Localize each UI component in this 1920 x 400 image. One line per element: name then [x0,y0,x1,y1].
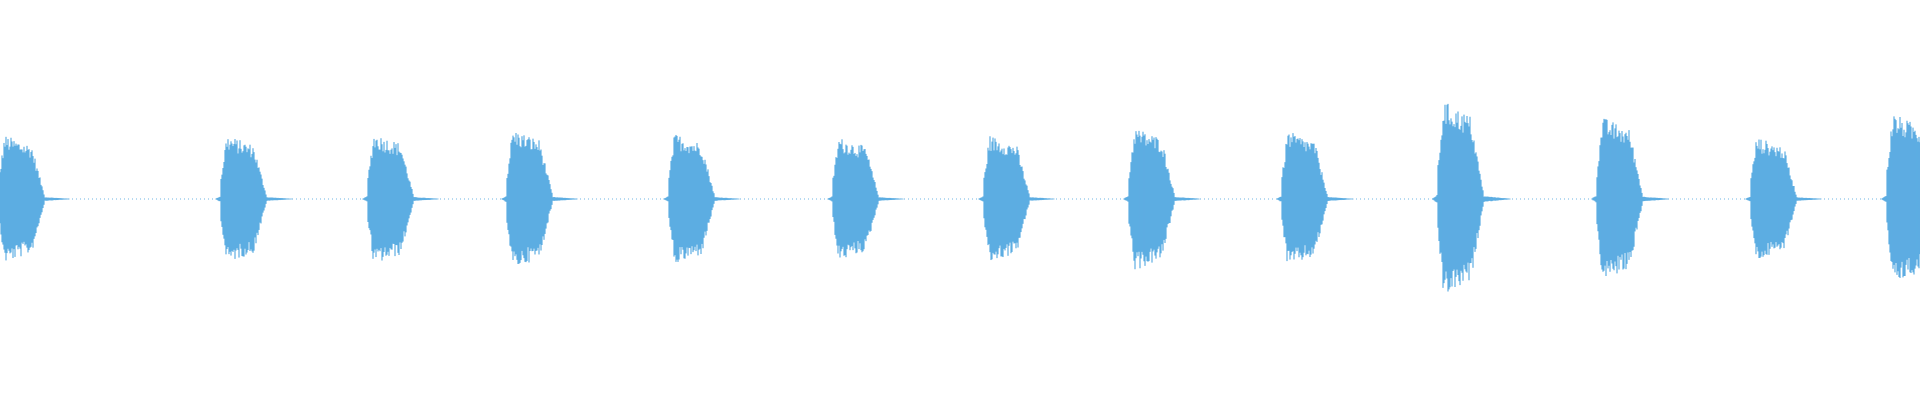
waveform-burst [827,139,904,258]
waveform-burst [663,134,740,262]
waveform-burst [1276,133,1354,262]
waveform-burst [978,136,1055,261]
waveform-burst [362,138,439,261]
waveform-burst [1432,103,1511,292]
waveform-burst [1591,118,1669,276]
waveform-burst [215,139,293,259]
waveform-burst [501,133,578,265]
waveform-burst [1881,116,1920,278]
waveform-burst [1745,139,1822,258]
waveform-burst [0,136,70,261]
waveform-burst [1123,130,1200,270]
